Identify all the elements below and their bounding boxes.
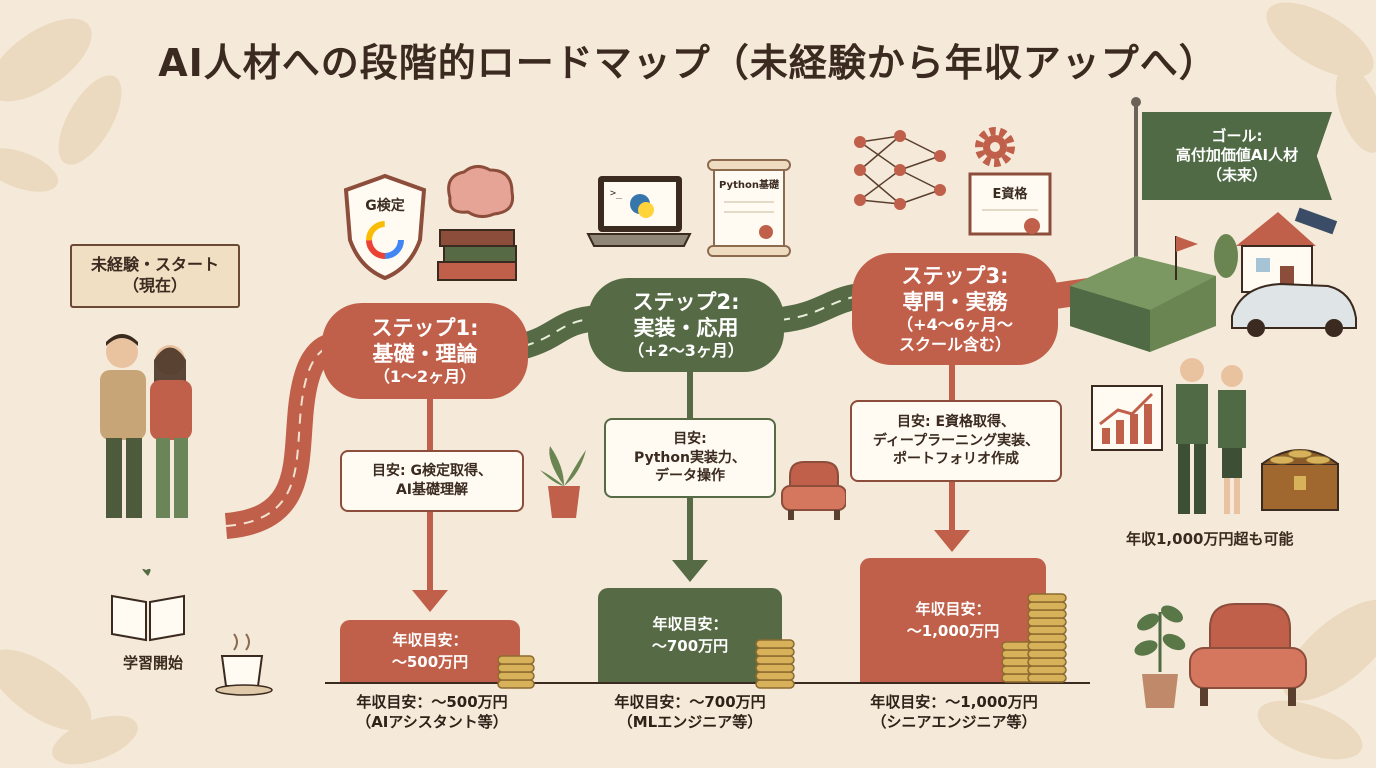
step2-note-line1: 目安: xyxy=(673,430,707,447)
gear-icon xyxy=(975,127,1015,167)
salary-box-1: 年収目安： 〜500万円 xyxy=(340,620,520,682)
step2-card: ステップ2: 実装・応用 （+2〜3ヶ月） xyxy=(588,278,784,372)
g-certification-shield-icon: G検定 xyxy=(343,173,427,281)
stacked-books-icon xyxy=(437,229,517,281)
step2-note-line2: Python実装力、 xyxy=(634,449,746,466)
caption-1-line2: （AIアシスタント等） xyxy=(356,713,508,732)
step3-name: 専門・実務 xyxy=(902,290,1008,314)
step1-note-line2: AI基礎理解 xyxy=(395,482,469,498)
road-segment-green-2 xyxy=(778,283,863,333)
step2-note-line3: データ操作 xyxy=(655,468,725,485)
caption-2: 年収目安：〜700万円 （MLエンジニア等） xyxy=(574,692,806,733)
step3-note-line3: ポートフォリオ作成 xyxy=(893,451,1019,468)
salary-box-3-line1: 年収目安： xyxy=(915,599,991,618)
coin-stack-icon-2 xyxy=(755,639,795,689)
armchair-large-icon xyxy=(1189,603,1307,706)
laptop-python-icon: >_ xyxy=(586,176,692,247)
salary-box-1-line2: 〜500万円 xyxy=(391,653,469,671)
step2-period: （+2〜3ヶ月） xyxy=(628,341,744,361)
start-banner-line2: （現在） xyxy=(122,276,187,295)
step1-note-line1: 目安: G検定取得、 xyxy=(372,463,492,480)
step1-note: 目安: G検定取得、 AI基礎理解 xyxy=(340,450,524,512)
open-book-icon xyxy=(111,568,185,642)
e-cert-label: E資格 xyxy=(993,186,1029,202)
goal-flag: ゴール: 高付加価値AI人材 （未来） xyxy=(1142,112,1332,200)
growth-chart-icon xyxy=(1091,385,1163,451)
page-title: AI人材への段階的ロードマップ（未経験から年収アップへ） xyxy=(158,41,1218,85)
caption-1: 年収目安：〜500万円 （AIアシスタント等） xyxy=(316,692,548,733)
salary-box-2-line2: 〜700万円 xyxy=(651,637,729,655)
salary-box-2: 年収目安： 〜700万円 xyxy=(598,588,782,682)
caption-3: 年収目安：〜1,000万円 （シニアエンジニア等） xyxy=(834,692,1074,733)
goal-income-label: 年収1,000万円超も可能 xyxy=(1126,530,1294,548)
goal-line2: 高付加価値AI人材 xyxy=(1175,146,1299,165)
start-banner: 未経験・スタート （現在） xyxy=(58,244,248,310)
potted-plant-icon xyxy=(540,446,586,518)
step3-note: 目安: E資格取得、 ディープラーニング実装、 ポートフォリオ作成 xyxy=(850,400,1062,482)
step3-period: （+4〜6ヶ月〜 xyxy=(897,315,1013,335)
python-scroll-label: Python基礎 xyxy=(719,178,780,191)
goal-line1: ゴール: xyxy=(1211,126,1263,145)
step3-note-line1: 目安: E資格取得、 xyxy=(896,413,1016,430)
road-segment-red xyxy=(224,332,341,539)
start-banner-line1: 未経験・スタート xyxy=(90,255,219,275)
step3-note-line2: ディープラーニング実装、 xyxy=(872,432,1040,449)
brain-icon xyxy=(447,165,515,219)
study-start-label: 学習開始 xyxy=(122,654,183,672)
neural-network-icon xyxy=(854,130,946,210)
e-certificate-icon: E資格 xyxy=(968,172,1052,236)
goal-line3: （未来） xyxy=(1206,165,1267,184)
salary-box-2-line1: 年収目安： xyxy=(652,614,728,633)
python-certificate-scroll-icon: Python基礎 xyxy=(707,159,791,257)
business-people-icon xyxy=(1176,358,1246,514)
step1-card: ステップ1: 基礎・理論 （1〜2ヶ月） xyxy=(322,303,528,399)
g-badge-label: G検定 xyxy=(365,197,405,214)
caption-2-line2: （MLエンジニア等） xyxy=(617,713,763,732)
step1-name: 基礎・理論 xyxy=(372,342,478,366)
armchair-icon xyxy=(781,461,846,520)
potted-plant-large-icon xyxy=(1134,605,1186,708)
caption-3-line1: 年収目安：〜1,000万円 xyxy=(870,693,1038,711)
step2-title: ステップ2: xyxy=(632,289,740,314)
salary-box-3-line2: 〜1,000万円 xyxy=(906,622,1000,640)
svg-text:>_: >_ xyxy=(610,188,623,199)
coin-stack-icon-1 xyxy=(497,655,535,689)
people-icon xyxy=(100,334,192,518)
step2-note: 目安: Python実装力、 データ操作 xyxy=(604,418,776,498)
step2-name: 実装・応用 xyxy=(633,316,739,340)
goal-platform-icon xyxy=(1070,97,1357,352)
step1-period: （1〜2ヶ月） xyxy=(373,367,477,387)
coin-stack-icon-3 xyxy=(1001,593,1067,683)
caption-2-line1: 年収目安：〜700万円 xyxy=(614,693,766,711)
step3-period-2: スクール含む） xyxy=(898,335,1011,355)
treasure-chest-icon xyxy=(1261,449,1339,511)
step3-title: ステップ3: xyxy=(901,263,1009,288)
step3-card: ステップ3: 専門・実務 （+4〜6ヶ月〜 スクール含む） xyxy=(852,253,1058,365)
caption-1-line1: 年収目安：〜500万円 xyxy=(356,693,508,711)
salary-box-1-line1: 年収目安： xyxy=(392,630,468,649)
step1-title: ステップ1: xyxy=(371,315,479,340)
coffee-cup-icon xyxy=(215,633,273,696)
caption-3-line2: （シニアエンジニア等） xyxy=(871,713,1037,732)
